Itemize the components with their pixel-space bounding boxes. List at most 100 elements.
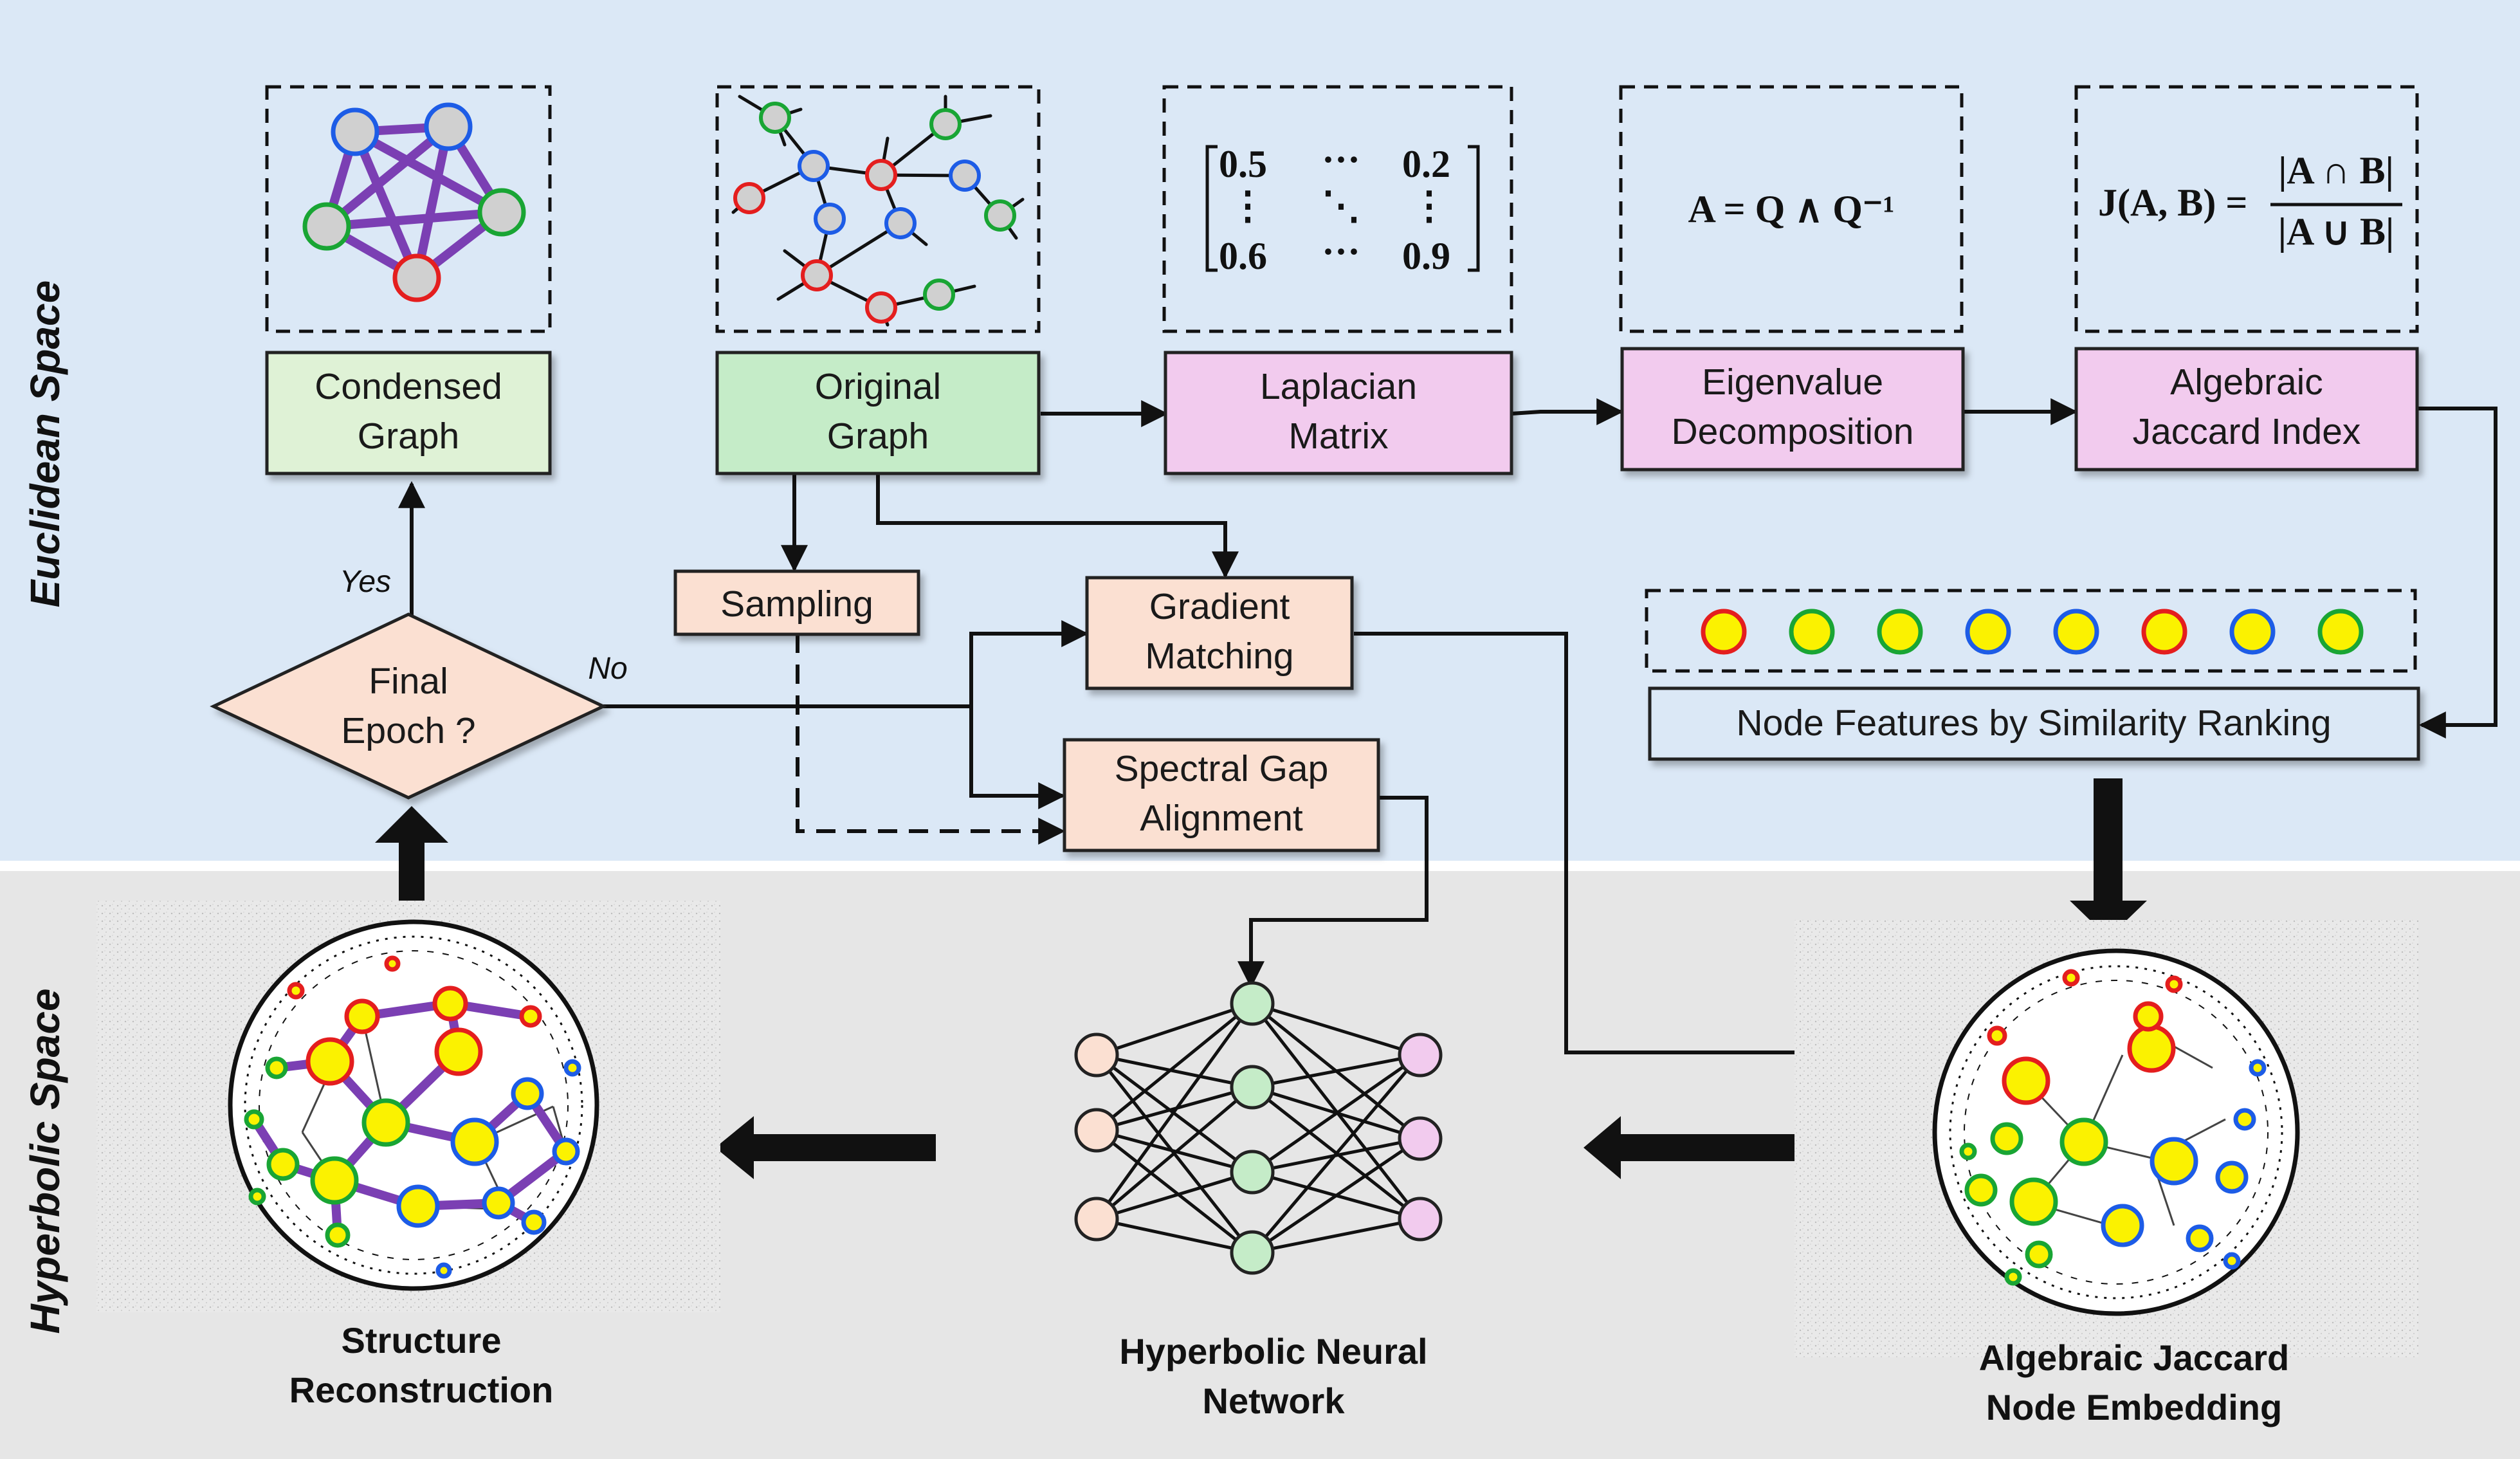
original-graph-box: Original Graph <box>715 351 1041 475</box>
feature-node-7 <box>2229 609 2276 655</box>
node-features-box: Node Features by Similarity Ranking <box>1648 686 2420 761</box>
laplacian-matrix-box: Laplacian Matrix <box>1164 351 1513 475</box>
gradient-line2: Matching <box>1145 636 1293 677</box>
arrow-laplacian-to-eigen <box>1511 398 1624 425</box>
arrow-original-to-gradient <box>876 473 1239 579</box>
hnn-node-l3-3 <box>1398 1197 1443 1242</box>
structure-caption-line1: Structure <box>342 1320 502 1361</box>
arrow-spectral-to-hnn <box>1237 796 1429 989</box>
laplacian-matrix-illustration: 0.5 ··· 0.2 ⋮ ⋱ ⋮ 0.6 ··· 0.9 <box>1162 85 1513 333</box>
spectral-gap-alignment-box: Spectral Gap Alignment <box>1063 738 1380 852</box>
laplacian-line1: Laplacian <box>1260 366 1417 407</box>
hnn-edge <box>1095 1086 1254 1220</box>
jaccard-denominator: |A ∪ B| <box>2278 210 2394 253</box>
arrow-no-to-spectral <box>969 706 1066 809</box>
condensed-graph-line2: Graph <box>358 416 459 457</box>
block-arrow-hnn-to-structure <box>715 1116 936 1179</box>
node-features-label: Node Features by Similarity Ranking <box>1736 702 2331 744</box>
hnn-edge <box>1252 1053 1421 1089</box>
eigen-line1: Eigenvalue <box>1702 362 1883 403</box>
node-embedding-disk <box>1794 920 2418 1357</box>
block-arrow-features-to-embedding <box>2070 778 2147 938</box>
no-label: No <box>588 652 627 686</box>
spectral-line1: Spectral Gap <box>1115 748 1329 789</box>
hnn-node-l3-1 <box>1398 1032 1443 1078</box>
matrix-hdots-bottom: ··· <box>1322 230 1360 273</box>
arrow-no-to-gradient <box>969 620 1089 706</box>
final-epoch-decision: Final Epoch ? <box>210 612 607 800</box>
gradient-line1: Gradient <box>1149 586 1290 627</box>
region-divider <box>0 861 2520 871</box>
jaccard-index-line1: Algebraic <box>2170 362 2323 403</box>
jaccard-lhs: J(A, B) = <box>2098 181 2248 224</box>
hnn-edge <box>1251 1054 1421 1254</box>
hnn-node-l2-2 <box>1230 1065 1275 1110</box>
hnn-edge <box>1252 1217 1421 1254</box>
feature-node-8 <box>2317 609 2364 655</box>
hnn-node-l2-1 <box>1230 981 1275 1026</box>
feature-node-2 <box>1789 609 1835 655</box>
hnn-edge <box>1096 1053 1253 1089</box>
node-features-panel <box>1645 589 2417 673</box>
hnn-node-l3-2 <box>1398 1116 1443 1161</box>
hnn-node-l1-1 <box>1074 1032 1119 1078</box>
matrix-top-right: 0.2 <box>1402 143 1450 185</box>
matrix-top-left: 0.5 <box>1219 143 1267 185</box>
decision-line1: Final <box>369 661 448 702</box>
hnn-edge <box>1251 1053 1421 1174</box>
hnn-node-l2-3 <box>1230 1150 1275 1195</box>
condensed-graph-line1: Condensed <box>315 366 502 407</box>
eigen-equation-illustration: A = Q ∧ Q⁻¹ <box>1619 85 1964 333</box>
feature-node-5 <box>2053 609 2099 655</box>
original-graph-line2: Graph <box>827 416 929 457</box>
eigenvalue-decomposition-box: Eigenvalue Decomposition <box>1620 347 1965 472</box>
hnn-edge <box>1095 1002 1254 1220</box>
embedding-caption-line1: Algebraic Jaccard <box>1979 1337 2289 1378</box>
connectors <box>398 398 2497 1066</box>
hnn-caption-line2: Network <box>1203 1381 1346 1421</box>
matrix-bottom-left: 0.6 <box>1219 235 1267 277</box>
spectral-line2: Alignment <box>1140 798 1303 839</box>
arrow-sampling-to-spectral <box>796 634 1066 845</box>
matrix-ddots: ⋱ <box>1322 185 1360 227</box>
algebraic-jaccard-index-box: Algebraic Jaccard Index <box>2074 347 2419 472</box>
hnn-node-l1-3 <box>1074 1197 1119 1242</box>
matrix-vdots-right: ⋮ <box>1410 185 1448 227</box>
matrix-vdots-left: ⋮ <box>1228 185 1267 227</box>
hyperbolic-space-label: Hyperbolic Space <box>22 988 68 1334</box>
feature-nodes-row <box>1701 609 2364 655</box>
arrow-jaccard-to-features <box>2417 407 2497 739</box>
block-arrow-embedding-to-hnn <box>1584 1116 1804 1179</box>
block-arrow-structure-to-decision <box>375 806 448 930</box>
condensed-graph-illustration <box>265 85 552 333</box>
hnn-edge <box>1096 1170 1253 1221</box>
jaccard-index-line2: Jaccard Index <box>2133 411 2361 452</box>
hnn-edge <box>1095 1002 1254 1132</box>
condensed-graph-box: Condensed Graph <box>265 351 552 475</box>
feature-node-3 <box>1877 609 1923 655</box>
hnn-edge <box>1251 1137 1421 1254</box>
hyperbolic-neural-network <box>1074 981 1443 1275</box>
sampling-label: Sampling <box>720 583 873 625</box>
jaccard-equation-illustration: J(A, B) = |A ∩ B| |A ∪ B| <box>2074 85 2419 333</box>
hnn-node-l2-4 <box>1230 1230 1275 1275</box>
feature-node-4 <box>1965 609 2011 655</box>
decision-line2: Epoch ? <box>341 710 475 751</box>
arrow-gradient-to-embedding <box>1354 632 1968 1066</box>
euclidean-space-label: Euclidean Space <box>22 280 68 608</box>
original-graph-line1: Original <box>815 366 941 407</box>
original-graph-illustration <box>715 85 1041 333</box>
embedding-caption-line2: Node Embedding <box>1986 1387 2282 1427</box>
matrix-bottom-right: 0.9 <box>1402 235 1450 277</box>
block-arrows <box>375 778 2147 1179</box>
hnn-caption-line1: Hyperbolic Neural <box>1119 1331 1427 1372</box>
gradient-matching-box: Gradient Matching <box>1085 576 1354 690</box>
feature-node-1 <box>1701 609 1747 655</box>
yes-label: Yes <box>340 565 391 599</box>
hnn-edge <box>1095 1129 1254 1254</box>
matrix-hdots: ··· <box>1322 138 1360 181</box>
structure-caption-line2: Reconstruction <box>289 1370 554 1410</box>
feature-node-6 <box>2141 609 2187 655</box>
